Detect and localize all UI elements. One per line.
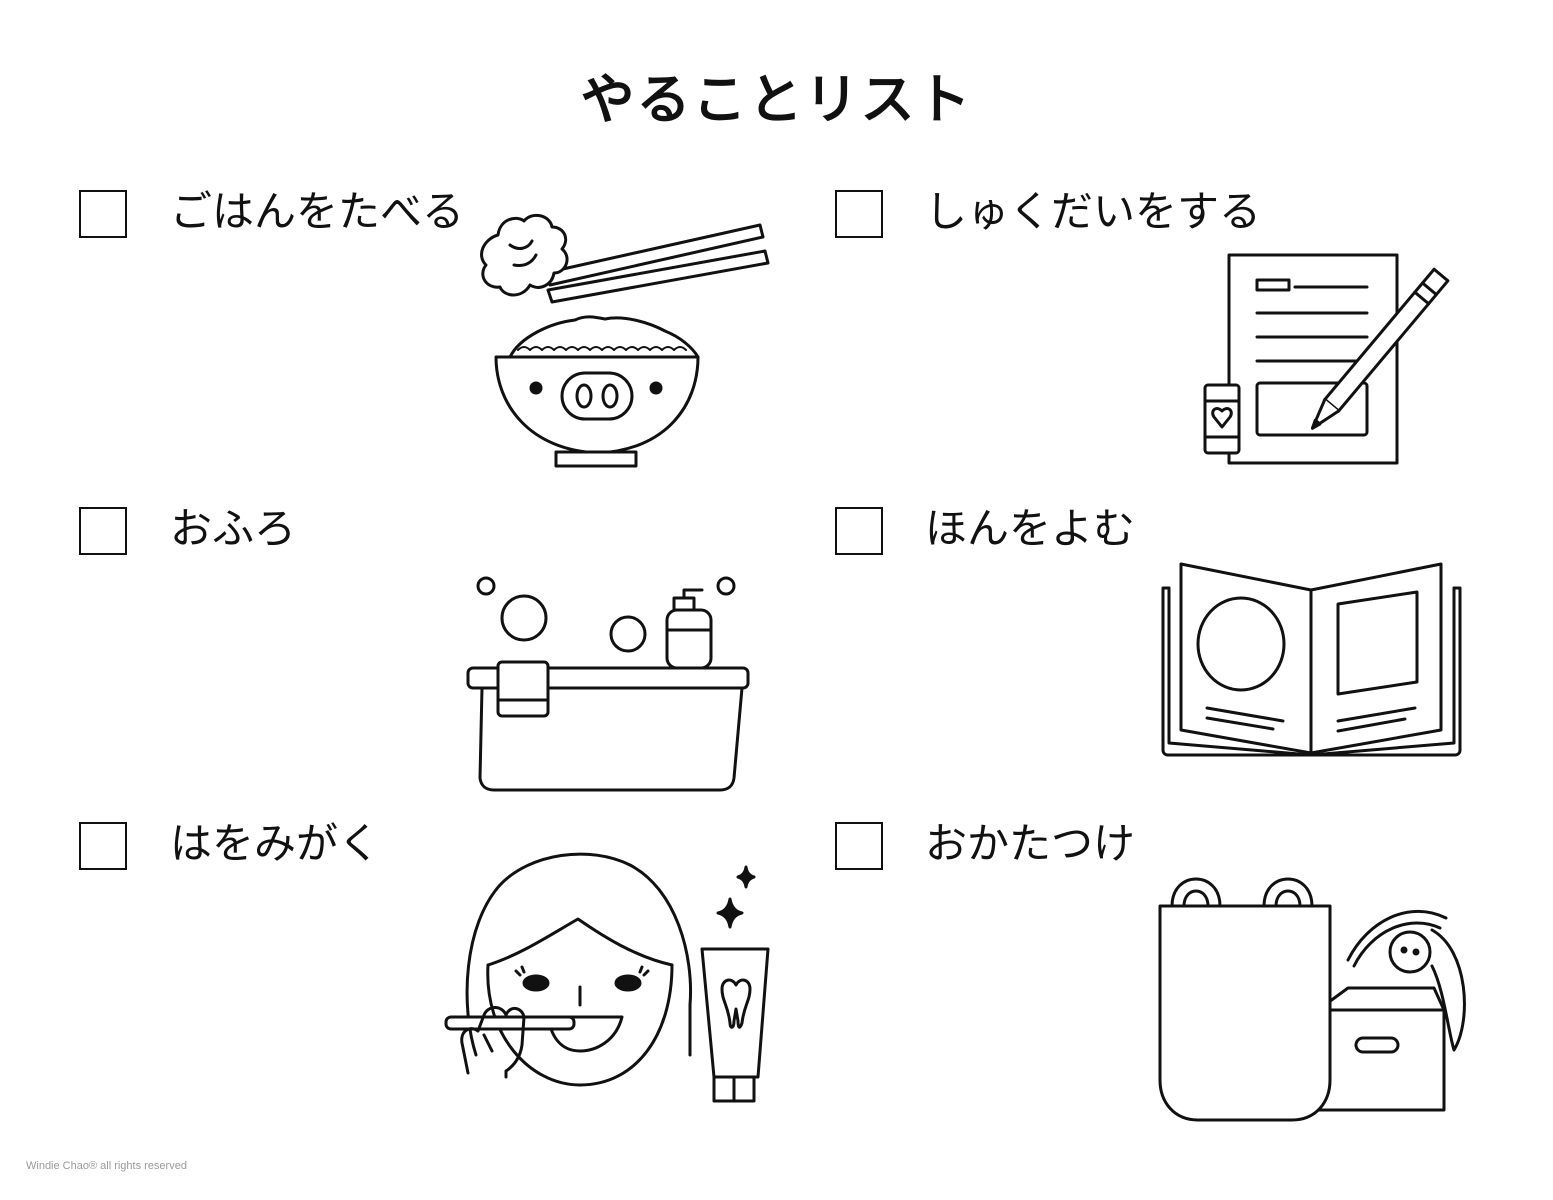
homework-paper-pencil-icon [1195,245,1475,475]
task-checkbox-bath[interactable] [79,507,127,555]
open-book-icon [1155,558,1465,763]
task-label-homework: しゅくだいをする [925,187,1262,236]
task-label-bath: おふろ [170,504,297,553]
task-label-brush-teeth: はをみがく [170,819,381,868]
page-title: やることリスト [580,68,973,131]
task-checkbox-tidy-up[interactable] [835,822,883,870]
task-checkbox-homework[interactable] [835,190,883,238]
task-label-read: ほんをよむ [925,504,1136,553]
task-checkbox-read[interactable] [835,507,883,555]
task-label-tidy-up: おかたつけ [925,819,1136,868]
rice-bowl-chopsticks-icon [470,205,780,475]
task-checkbox-eat[interactable] [79,190,127,238]
copyright-credit: Windie Chao® all rights reserved [26,1160,187,1172]
brushing-teeth-icon [440,845,785,1110]
task-label-eat: ごはんをたべる [170,187,465,236]
bathtub-icon [462,570,757,795]
task-checkbox-brush-teeth[interactable] [79,822,127,870]
tidy-up-bag-box-icon [1148,870,1473,1128]
